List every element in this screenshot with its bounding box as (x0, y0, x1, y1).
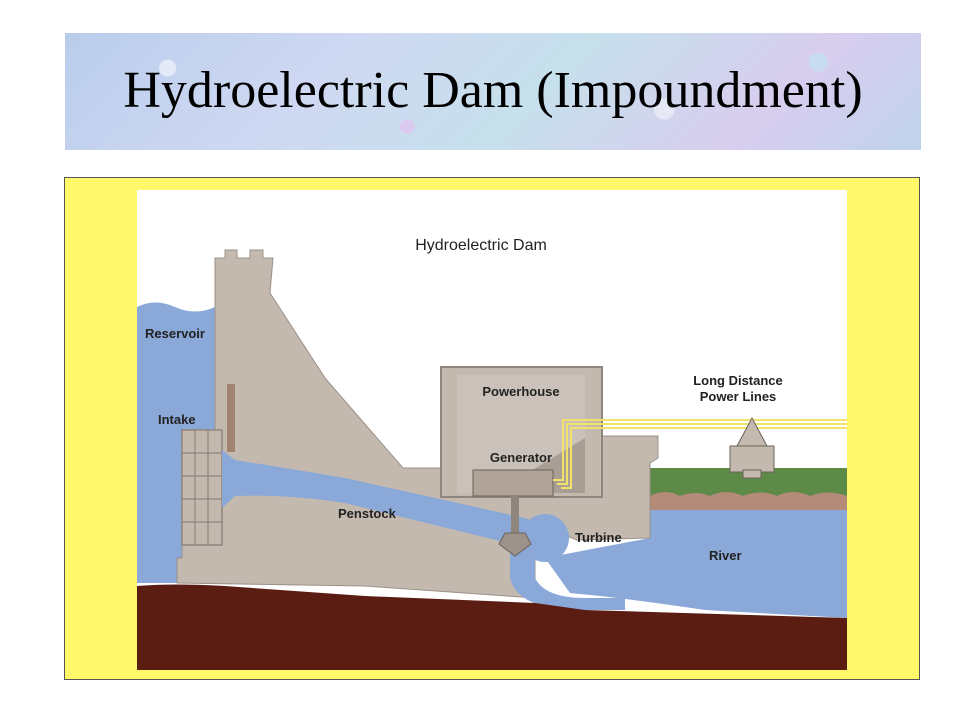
turbine-shaft (511, 496, 519, 536)
penstock-water (222, 450, 555, 550)
label-power-lines-2: Power Lines (700, 389, 777, 404)
label-powerhouse: Powerhouse (482, 384, 559, 399)
generator (472, 469, 554, 497)
dam-body (176, 249, 659, 599)
diagram-heading: Hydroelectric Dam (415, 237, 547, 254)
river-water (545, 503, 847, 618)
title-banner: Hydroelectric Dam (Impoundment) (65, 33, 921, 150)
transmission-tower (729, 416, 775, 479)
ground (137, 584, 847, 670)
label-generator: Generator (490, 450, 552, 465)
label-turbine: Turbine (575, 530, 622, 545)
label-power-lines-1: Long Distance (693, 373, 783, 388)
intake-gate (181, 429, 223, 546)
label-reservoir: Reservoir (145, 326, 205, 341)
label-river: River (709, 548, 742, 563)
powerhouse-light (457, 375, 585, 493)
slide-title: Hydroelectric Dam (Impoundment) (123, 62, 863, 119)
diagram-frame: Hydroelectric Dam Reservoir Intake Power… (64, 177, 920, 680)
label-intake: Intake (158, 412, 196, 427)
outflow-water (510, 550, 625, 610)
intake-grid (182, 430, 222, 545)
dam-diagram: Hydroelectric Dam Reservoir Intake Power… (137, 190, 847, 670)
intake-slot (227, 384, 235, 452)
power-lines (553, 419, 847, 489)
label-penstock: Penstock (338, 506, 397, 521)
river-rocks (650, 492, 847, 510)
turbine-runner (498, 532, 532, 557)
